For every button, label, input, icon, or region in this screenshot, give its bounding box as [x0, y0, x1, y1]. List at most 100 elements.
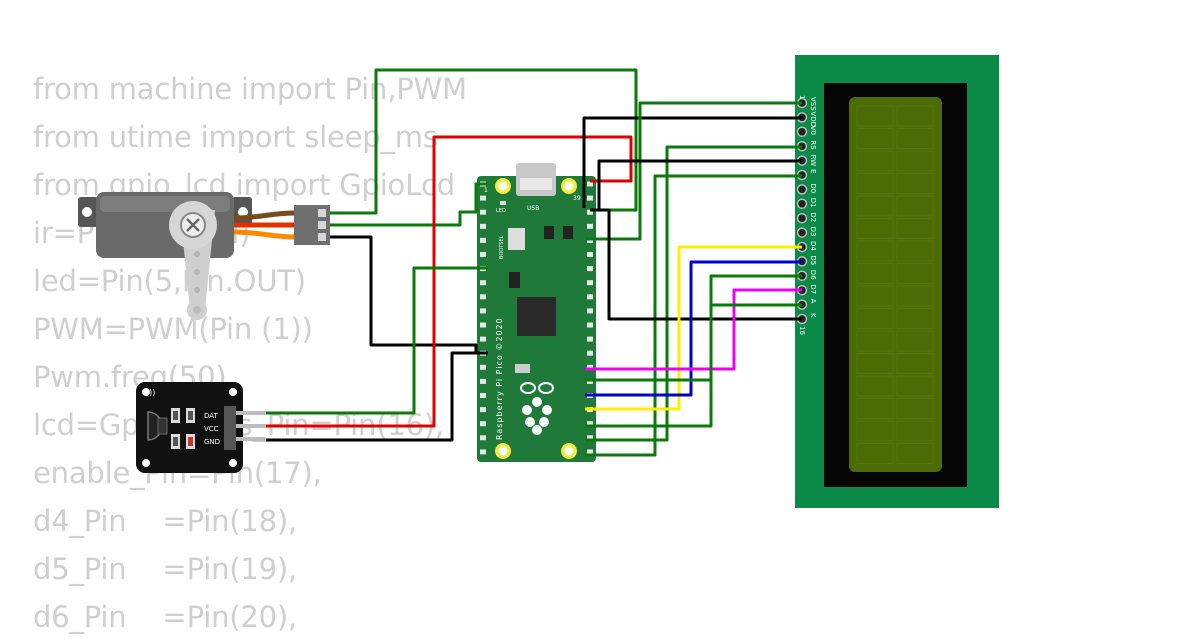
pico-pin [587, 223, 593, 229]
lcd-pin-label: D1 [809, 198, 817, 208]
pico-pin [480, 435, 486, 441]
lcd-char-cell [856, 353, 894, 374]
ir-sensor-module[interactable]: ))) DAT VCC GND [136, 382, 266, 473]
lcd-char-cell [856, 150, 894, 172]
wire-vcc-red [266, 135, 633, 428]
lcd-char-cell [896, 285, 934, 307]
wire-lcd-vss [582, 116, 802, 208]
wire-servo-signal [330, 68, 638, 215]
pico-pin [480, 237, 486, 243]
lcd-char-cell [896, 150, 934, 172]
pin1-label: 1 [484, 187, 488, 194]
lcd-pin-label: D4 [809, 241, 817, 251]
lcd-pin-label: RS [809, 140, 817, 150]
lcd-char-cell [856, 263, 894, 284]
lcd-pin [796, 126, 808, 138]
lcd-char-cell [856, 218, 894, 239]
pico-pin [587, 322, 593, 328]
led-label: LED [496, 208, 506, 214]
bootsel-label: BOOTSEL [499, 235, 505, 259]
raspberry-pi-pico-board[interactable]: USB LED 1 39 BOOTSEL Raspberry Pi Pico ©… [477, 163, 596, 462]
lcd-char-cell [856, 398, 894, 419]
lcd-pin-label: A [809, 299, 817, 304]
lcd-pin-label: D0 [809, 183, 817, 193]
pico-pin [587, 308, 593, 314]
lcd-pin-last: 16 [798, 326, 806, 335]
pico-pin [480, 280, 486, 286]
lcd-pin [796, 212, 808, 224]
usb-label: USB [527, 205, 539, 212]
lcd-char-cell [896, 173, 934, 194]
wire-lcd-rw [597, 159, 802, 210]
pico-pin [480, 449, 486, 455]
lcd-char-cell [896, 218, 934, 239]
lcd-pin-label: D2 [809, 212, 817, 222]
lcd-char-cell [896, 375, 934, 397]
wire-lcd-d4 [585, 245, 802, 411]
lcd-char-cell [896, 353, 934, 374]
rp2040-chip [517, 297, 556, 336]
code-line: led=Pin(5,Pin.OUT) [33, 264, 306, 298]
pin39-label: 39 [573, 195, 581, 202]
wire-lcd-d6 [585, 274, 802, 382]
pico-pin [480, 322, 486, 328]
ir-label-gnd: GND [204, 438, 220, 446]
lcd-pin-label: E [809, 169, 817, 173]
wires [266, 68, 802, 457]
lcd-char-cell [856, 285, 894, 307]
pico-pin [480, 209, 486, 215]
lcd-char-cell [896, 263, 934, 284]
ir-label-vcc: VCC [204, 425, 219, 433]
pico-pin [480, 407, 486, 413]
pico-pin [587, 435, 593, 441]
lcd-char-cell [896, 105, 934, 127]
lcd-char-cell [856, 240, 894, 262]
pico-pin [480, 336, 486, 342]
pico-pin [587, 421, 593, 427]
lcd-char-cell [856, 128, 894, 149]
pico-pin [587, 449, 593, 455]
lcd-char-cell [856, 195, 894, 217]
lcd-pin-label: D7 [809, 284, 817, 294]
led-indicator [500, 201, 506, 205]
wire-lcd-e [585, 174, 802, 457]
wire-lcd-vdd [586, 101, 802, 241]
lcd-char-cell [856, 173, 894, 194]
lcd-pin [796, 198, 808, 210]
wire-servo-power [330, 182, 488, 227]
pico-pin [587, 280, 593, 286]
code-line: d5_Pin =Pin(19), [33, 552, 298, 586]
wire-lcd-d7 [585, 288, 802, 371]
ir-label-dat: DAT [204, 412, 219, 420]
pico-pin [480, 252, 486, 257]
servo-motor[interactable] [78, 192, 330, 320]
raspberry-pi-logo [520, 382, 554, 435]
wire-servo-ground [330, 235, 488, 355]
pico-pin [587, 350, 593, 356]
bootsel-button[interactable] [508, 228, 525, 250]
code-line: from machine import Pin,PWM [33, 72, 467, 106]
lcd-pin-label: K [809, 313, 817, 318]
lcd-char-cell [896, 443, 934, 464]
lcd-char-cell [856, 105, 894, 127]
pico-pin [480, 378, 486, 384]
wire-lcd-k [590, 208, 802, 321]
wifi-icon: ))) [146, 388, 155, 397]
lcd-pin-label: D3 [809, 227, 817, 237]
pico-pin [587, 266, 593, 272]
lcd-pin-first: 1 [798, 95, 806, 99]
lcd-pin-label: D6 [809, 270, 817, 280]
servo-horn[interactable] [169, 201, 217, 320]
lcd-character-grid [856, 105, 934, 464]
pico-pin [587, 209, 593, 215]
pico-pin [480, 223, 486, 229]
lcd-pin-label: V0 [809, 126, 817, 135]
lcd-char-cell [896, 128, 934, 149]
wire-ir-gnd [266, 351, 476, 442]
code-line: d6_Pin =Pin(20), [33, 600, 298, 634]
code-line: PWM=PWM(Pin (1)) [33, 312, 313, 346]
pico-pin [480, 308, 486, 314]
pico-pin [480, 195, 486, 201]
